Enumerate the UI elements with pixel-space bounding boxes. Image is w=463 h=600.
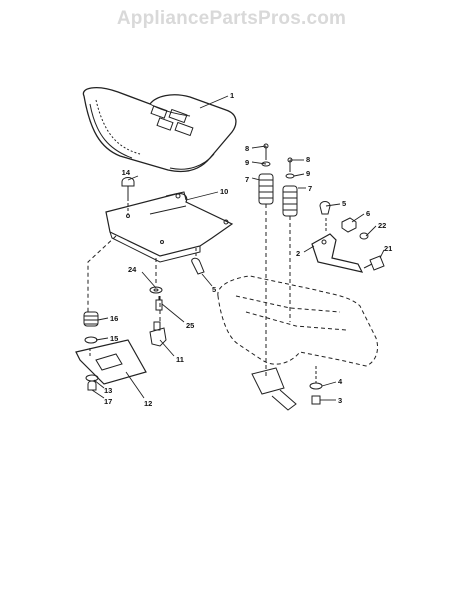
callout-3: 3 bbox=[338, 396, 342, 405]
seat-pan-part bbox=[105, 191, 234, 263]
knob-part-5 bbox=[191, 248, 205, 275]
callout-7-right: 7 bbox=[308, 184, 312, 193]
callout-4: 4 bbox=[338, 377, 343, 386]
callout-5-right: 5 bbox=[342, 199, 346, 208]
callout-21: 21 bbox=[384, 244, 392, 253]
callout-17: 17 bbox=[104, 397, 112, 406]
bolt-part-3 bbox=[311, 395, 321, 405]
callout-9-right: 9 bbox=[306, 169, 310, 178]
callout-25: 25 bbox=[186, 321, 194, 330]
fender-outline bbox=[217, 275, 379, 367]
washer-part-22 bbox=[359, 232, 369, 240]
bracket-part-2 bbox=[311, 218, 364, 273]
knob-part-11 bbox=[149, 321, 167, 347]
callout-11: 11 bbox=[176, 355, 184, 364]
seat-part bbox=[82, 86, 237, 173]
leader-lines bbox=[91, 95, 385, 401]
stud-part-25 bbox=[155, 296, 163, 311]
spring-assembly-left bbox=[258, 143, 274, 376]
spring-part-16 bbox=[83, 311, 99, 327]
spring-assembly-right bbox=[282, 157, 298, 322]
callout-1: 1 bbox=[230, 91, 234, 100]
callout-labels: 1 10 14 8 9 7 8 9 7 5 6 22 21 2 5 24 25 … bbox=[104, 91, 392, 408]
callout-2: 2 bbox=[296, 249, 300, 258]
callout-8-left: 8 bbox=[245, 144, 249, 153]
ring-part-15 bbox=[84, 336, 98, 344]
callout-6: 6 bbox=[366, 209, 370, 218]
callout-16: 16 bbox=[110, 314, 118, 323]
nut-part-13 bbox=[85, 374, 99, 382]
watermark-text: AppliancePartsPros.com bbox=[116, 8, 347, 29]
bolt-part-5 bbox=[319, 201, 331, 215]
callout-5-left: 5 bbox=[212, 285, 216, 294]
guide-lines-left bbox=[87, 235, 161, 326]
bolt-part-17 bbox=[87, 380, 97, 391]
bracket-part-12 bbox=[75, 339, 147, 385]
callout-8-right: 8 bbox=[306, 155, 310, 164]
bolt-part-14 bbox=[121, 177, 135, 214]
washer-part-24 bbox=[149, 286, 163, 294]
callout-13: 13 bbox=[104, 386, 112, 395]
callout-24: 24 bbox=[128, 265, 137, 274]
washer-part-4 bbox=[309, 366, 323, 390]
callout-7-left: 7 bbox=[245, 175, 249, 184]
callout-9-left: 9 bbox=[245, 158, 249, 167]
callout-15: 15 bbox=[110, 334, 118, 343]
nut-part-6 bbox=[341, 217, 357, 233]
callout-10: 10 bbox=[220, 187, 228, 196]
callout-14: 14 bbox=[122, 168, 131, 177]
callout-12: 12 bbox=[144, 399, 152, 408]
callout-22: 22 bbox=[378, 221, 386, 230]
lower-bracket bbox=[251, 367, 297, 411]
bolt-part-21 bbox=[363, 255, 385, 271]
